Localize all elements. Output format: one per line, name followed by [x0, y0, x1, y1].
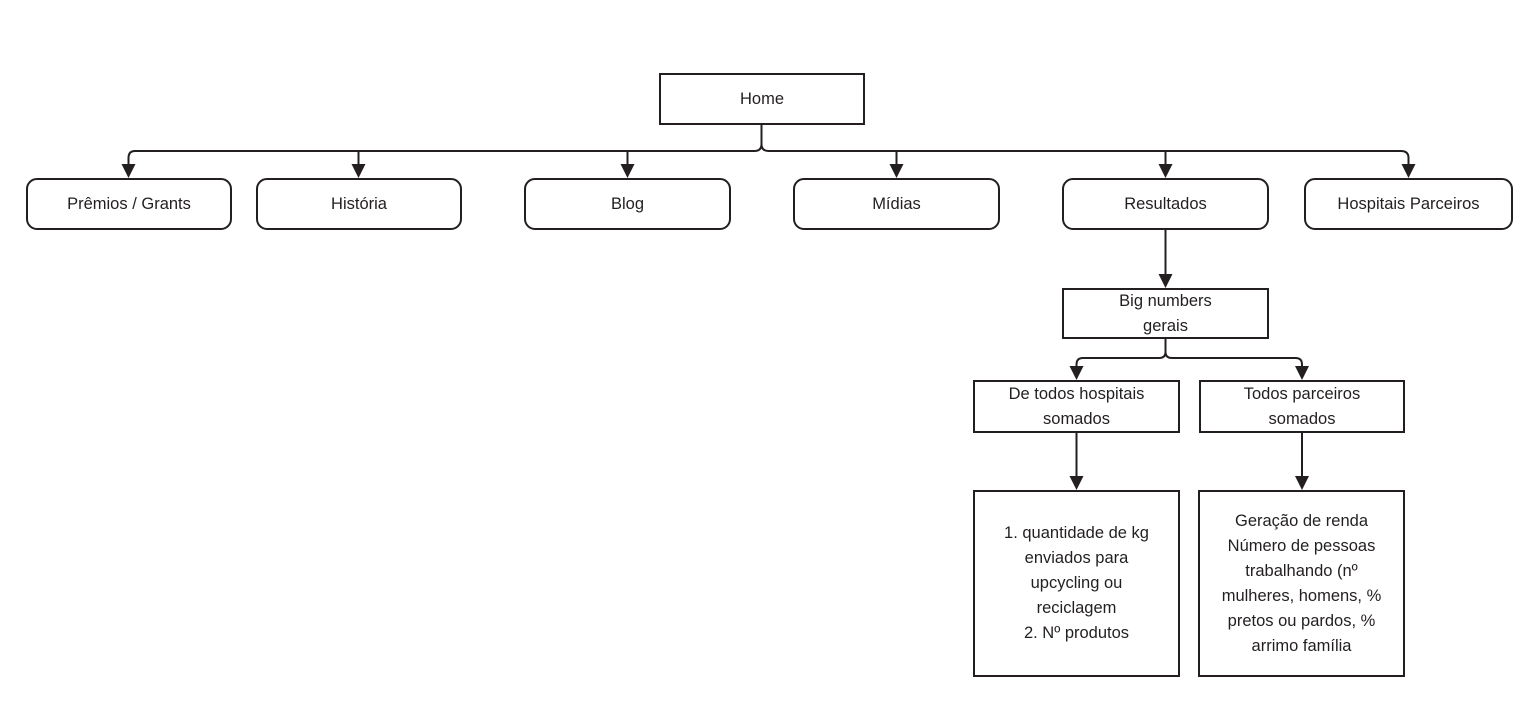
node-hospitais-metricas-label: 1. quantidade de kg enviados para upcycl… [1004, 524, 1149, 642]
node-midias-label: Mídias [872, 194, 921, 213]
arrowhead-todos-parceiros [1295, 366, 1309, 380]
node-historia[interactable]: História [256, 178, 462, 230]
edge-home-stem-right [760, 125, 769, 152]
arrowhead-bignumbers [1158, 274, 1173, 288]
node-hospitais-metricas[interactable]: 1. quantidade de kg enviados para upcycl… [973, 490, 1180, 677]
node-parceiros-metricas-label: Geração de renda Número de pessoas traba… [1221, 511, 1382, 655]
arrowhead-premios [121, 164, 136, 178]
node-parceiros-metricas[interactable]: Geração de renda Número de pessoas traba… [1198, 490, 1405, 677]
node-blog-label: Blog [610, 194, 645, 213]
node-todos-parceiros-somados[interactable]: Todos parceiros somados [1199, 380, 1405, 433]
node-big-numbers-gerais-label: Big numbers gerais [1119, 291, 1212, 335]
edge-bignumbers-stem-right [1164, 339, 1173, 359]
node-midias[interactable]: Mídias [793, 178, 1000, 230]
arrowhead-todos-hospitais [1069, 366, 1084, 380]
node-resultados-label: Resultados [1124, 194, 1207, 213]
arrowhead-hospitais [1401, 164, 1416, 178]
node-de-todos-hospitais-somados-label: De todos hospitais somados [1008, 384, 1145, 428]
arrowhead-hospitais-detalhe [1069, 476, 1084, 490]
arrowhead-historia [351, 164, 366, 178]
edge-to-premios [127, 150, 136, 167]
edge-home-stem [754, 125, 763, 152]
arrowhead-midias [889, 164, 904, 178]
node-historia-label: História [331, 194, 387, 213]
node-resultados[interactable]: Resultados [1062, 178, 1269, 230]
node-hospitais-parceiros-label: Hospitais Parceiros [1337, 194, 1480, 213]
node-blog[interactable]: Blog [524, 178, 731, 230]
node-premios-grants-label: Prêmios / Grants [67, 194, 191, 213]
node-hospitais-parceiros[interactable]: Hospitais Parceiros [1304, 178, 1513, 230]
edge-fork-right [1172, 357, 1303, 369]
arrowhead-blog [620, 164, 635, 178]
edge-to-hospitais [1400, 150, 1410, 167]
arrowhead-resultados [1158, 164, 1173, 178]
edge-fork-left [1075, 357, 1159, 369]
node-todos-parceiros-somados-label: Todos parceiros somados [1243, 384, 1361, 428]
arrowhead-parceiros-detalhe [1295, 476, 1309, 490]
node-de-todos-hospitais-somados[interactable]: De todos hospitais somados [973, 380, 1180, 433]
node-big-numbers-gerais[interactable]: Big numbers gerais [1062, 288, 1269, 339]
node-home-label: Home [739, 89, 784, 108]
node-home[interactable]: Home [659, 73, 865, 125]
node-premios-grants[interactable]: Prêmios / Grants [26, 178, 232, 230]
